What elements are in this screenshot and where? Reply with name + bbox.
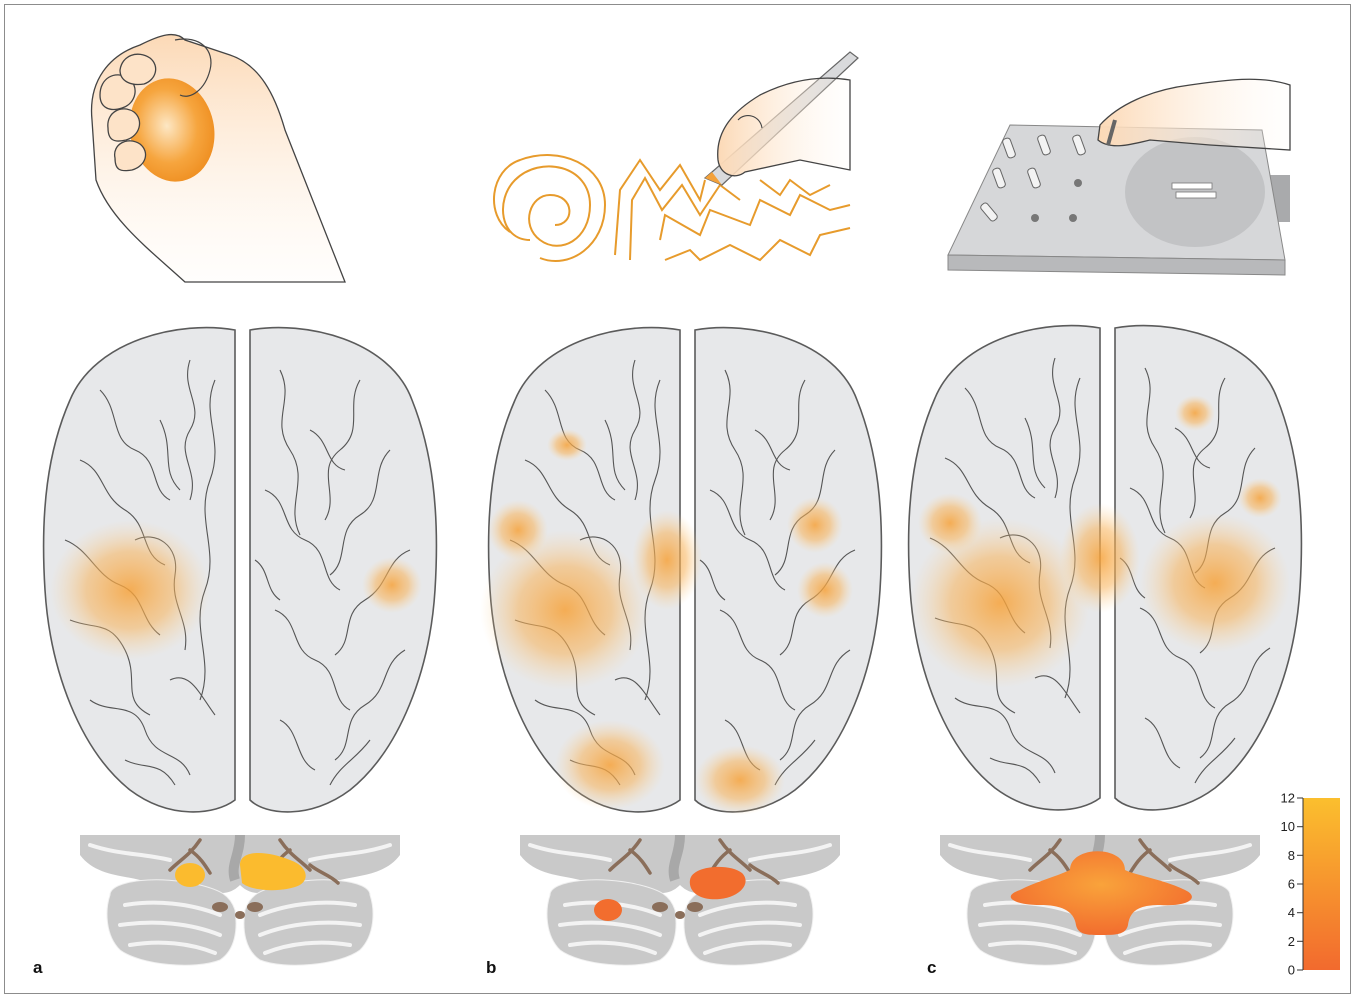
colorbar-tick-0: 0 [1288, 963, 1295, 978]
colorbar-tick-8: 8 [1288, 848, 1295, 863]
activation-left-motor-b [480, 530, 650, 690]
colorbar-tick-12: 12 [1281, 791, 1295, 806]
hand-squeezing-ball-icon [92, 35, 345, 282]
panel-label-a: a [33, 958, 42, 978]
activation-right-frontal-b [787, 497, 843, 553]
colorbar-tick-10: 10 [1281, 819, 1295, 834]
colorbar: 12 10 8 6 4 2 0 [1281, 791, 1340, 978]
cerebellar-activation-left-b [594, 899, 622, 921]
activation-left-motor-a [50, 520, 210, 660]
activation-right-occipital-b [695, 745, 785, 815]
activation-right-frontal-c [1175, 395, 1215, 431]
brain-c [909, 326, 1302, 810]
activation-right-lateral-upper-c [1238, 478, 1282, 518]
panel-label-b: b [486, 958, 496, 978]
panel-label-c: c [927, 958, 936, 978]
cerebellar-activation-left-a [175, 863, 205, 887]
colorbar-gradient [1303, 798, 1340, 970]
colorbar-tick-6: 6 [1288, 877, 1295, 892]
activation-right-motor-c [1140, 513, 1290, 653]
brain-a [44, 328, 437, 812]
colorbar-axis [1297, 798, 1303, 970]
hand-drawing-maze-icon [494, 52, 858, 261]
activation-right-lateral-b [797, 562, 853, 618]
activation-left-frontal-b [547, 429, 587, 461]
colorbar-tick-2: 2 [1288, 934, 1295, 949]
activation-medial-b [632, 510, 702, 610]
cerebellum-c [940, 835, 1260, 965]
cerebellum-b [520, 835, 840, 965]
colorbar-tick-4: 4 [1288, 905, 1295, 920]
activation-medial-c [1060, 503, 1140, 613]
brain-b [480, 328, 881, 815]
activation-left-occipital-b [555, 720, 665, 810]
cerebellum-a [80, 835, 400, 965]
hand-pegboard-icon [948, 79, 1290, 275]
activation-right-lateral-a [362, 557, 422, 613]
